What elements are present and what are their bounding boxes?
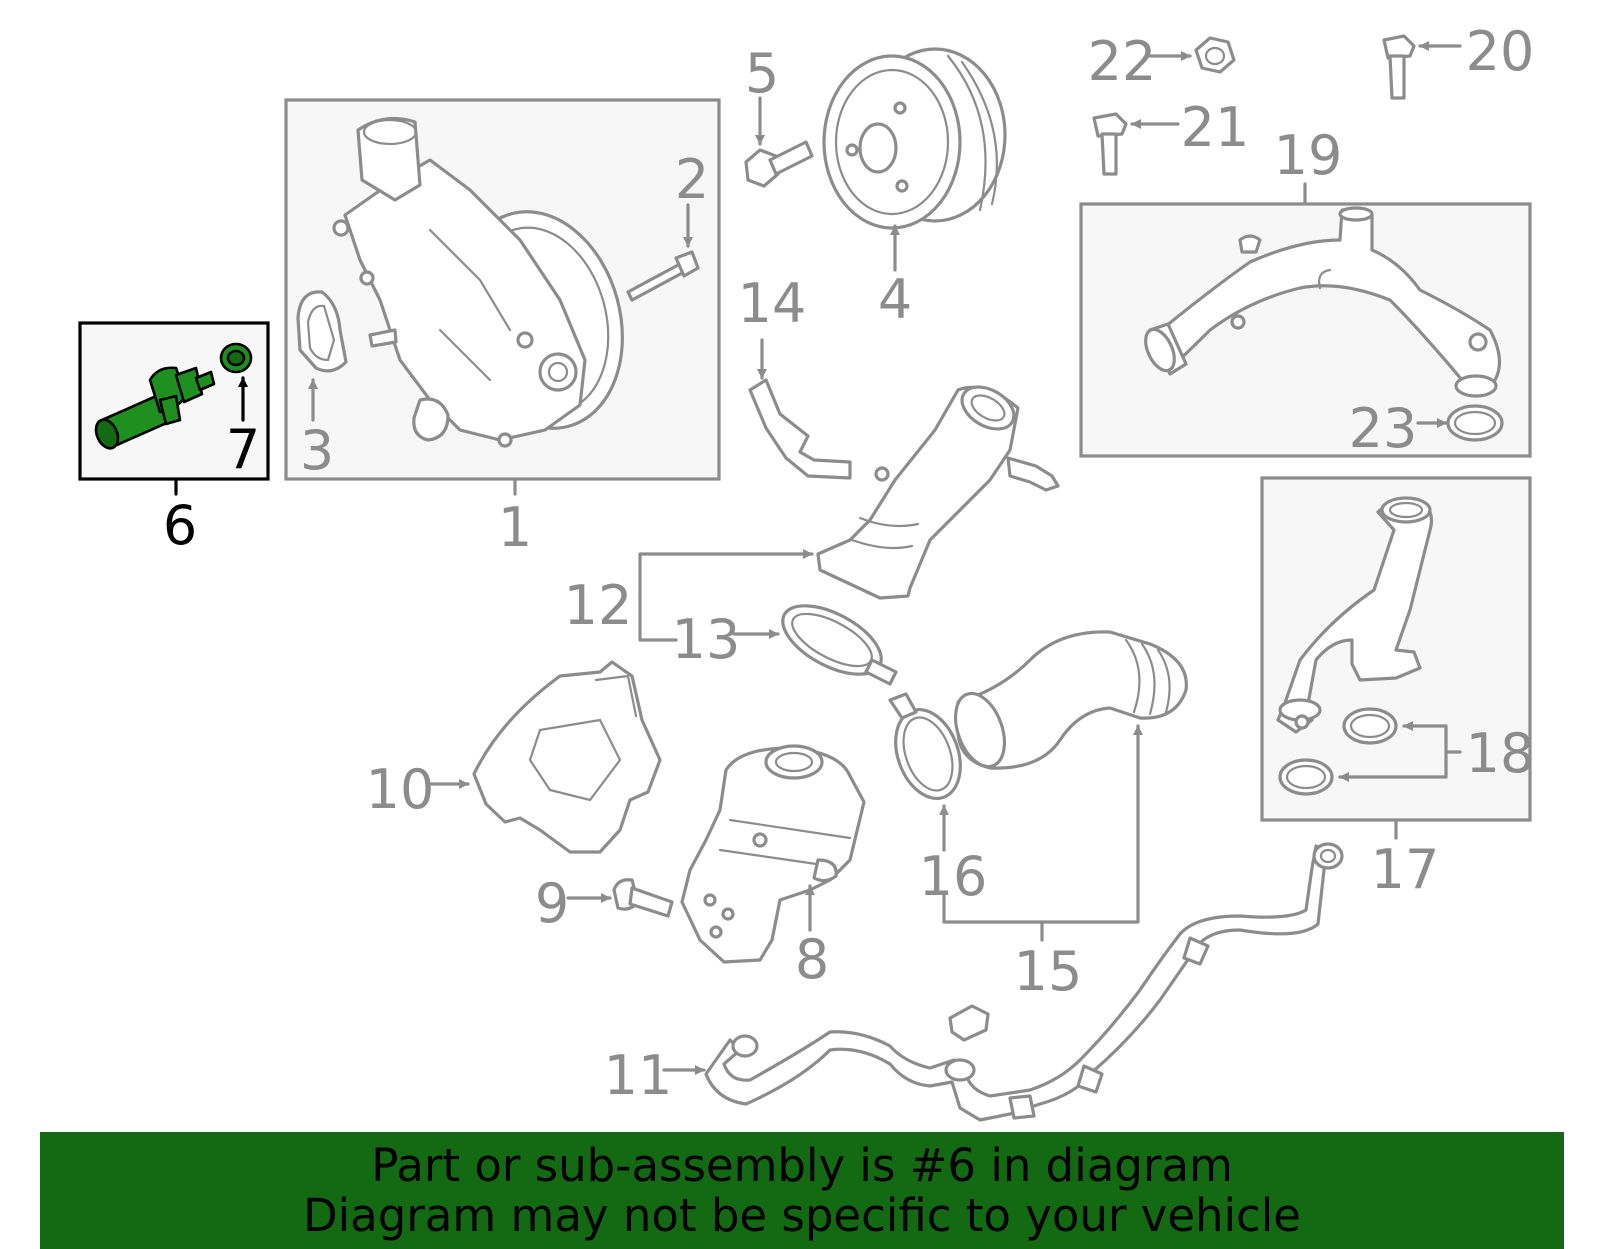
bolt-shank	[1388, 54, 1406, 100]
callout-10[interactable]: 10	[366, 758, 435, 821]
callout-23[interactable]: 23	[1349, 397, 1418, 460]
part-1-water-pump-assembly[interactable]: 2 3 1	[284, 98, 721, 559]
callout-3[interactable]: 3	[300, 419, 334, 482]
part-4-pulley[interactable]: 4	[822, 47, 1007, 331]
callout-19[interactable]: 19	[1274, 124, 1343, 187]
part-16-clamp[interactable]: 16	[884, 692, 988, 908]
callout-15[interactable]: 15	[1014, 940, 1083, 1003]
part-15-radiator-hose[interactable]: 15	[942, 630, 1188, 1003]
water-pump-housing	[332, 116, 624, 448]
part-20-bolt[interactable]: 20	[1382, 20, 1535, 100]
callout-21[interactable]: 21	[1181, 96, 1250, 159]
callout-7[interactable]: 7	[226, 418, 260, 481]
sensor-body	[94, 366, 216, 450]
part-23-o-ring	[1446, 404, 1504, 442]
part-22-nut[interactable]: 22	[1088, 30, 1236, 93]
part-19-coolant-pipe-assembly[interactable]: 19 23	[1079, 124, 1532, 460]
callout-5[interactable]: 5	[745, 42, 779, 105]
callout-4[interactable]: 4	[878, 268, 912, 331]
callout-13[interactable]: 13	[672, 608, 741, 671]
callout-22[interactable]: 22	[1088, 30, 1157, 93]
part-8-thermostat-housing[interactable]: 8	[680, 744, 866, 991]
part-21-bolt[interactable]: 21	[1092, 96, 1250, 176]
part-5-bolt[interactable]: 5	[744, 42, 814, 188]
hose-body	[704, 844, 1332, 1122]
callout-1[interactable]: 1	[498, 496, 532, 559]
callout-group-12-13: 12 13	[564, 549, 814, 671]
arrow-12	[638, 549, 814, 600]
info-banner: Part or sub-assembly is #6 in diagram Di…	[40, 1132, 1564, 1249]
callout-8[interactable]: 8	[795, 928, 829, 991]
callout-16[interactable]: 16	[919, 845, 988, 908]
callout-14[interactable]: 14	[738, 272, 807, 335]
part-10-cover[interactable]: 10	[366, 660, 662, 854]
cover-body	[472, 660, 662, 854]
part-7-seal	[219, 342, 253, 374]
callout-2[interactable]: 2	[675, 148, 709, 211]
hose-body	[748, 378, 852, 480]
callout-12[interactable]: 12	[564, 574, 633, 637]
coolant-pipe	[1144, 206, 1502, 398]
part-6-coolant-temperature-sensor[interactable]: 7 6	[78, 321, 270, 557]
part-3-gasket	[296, 290, 348, 373]
housing-body	[680, 746, 866, 964]
callout-17[interactable]: 17	[1371, 838, 1440, 901]
callout-18[interactable]: 18	[1466, 722, 1535, 785]
part-14-bypass-hose[interactable]: 14	[738, 272, 852, 480]
hose-body	[956, 630, 1188, 770]
callout-6[interactable]: 6	[163, 494, 197, 557]
bolt-shank	[1100, 132, 1118, 176]
arrow-18b	[1338, 724, 1448, 782]
bolt-shank	[628, 886, 674, 918]
part-12-coolant-outlet[interactable]	[816, 378, 1060, 600]
bolt-shank	[768, 140, 814, 176]
rigid-pipe	[1276, 496, 1434, 734]
banner-line-1: Part or sub-assembly is #6 in diagram	[371, 1139, 1233, 1192]
part-9-bolt[interactable]: 9	[535, 872, 674, 935]
part-18-o-rings	[1278, 707, 1398, 796]
leader-13	[638, 596, 678, 642]
callout-9[interactable]: 9	[535, 872, 569, 935]
callout-11[interactable]: 11	[604, 1044, 673, 1107]
part-2-bolt	[626, 250, 700, 302]
callout-20[interactable]: 20	[1466, 20, 1535, 83]
bolt-head	[1382, 34, 1416, 60]
banner-line-2: Diagram may not be specific to your vehi…	[303, 1189, 1301, 1242]
part-17-pipe-assembly[interactable]: 18 17	[1260, 476, 1535, 901]
part-13-clamp[interactable]	[772, 592, 898, 689]
part-11-heater-hose[interactable]: 11	[604, 842, 1344, 1122]
nut-body	[1194, 36, 1236, 74]
bolt-head	[1092, 112, 1128, 138]
